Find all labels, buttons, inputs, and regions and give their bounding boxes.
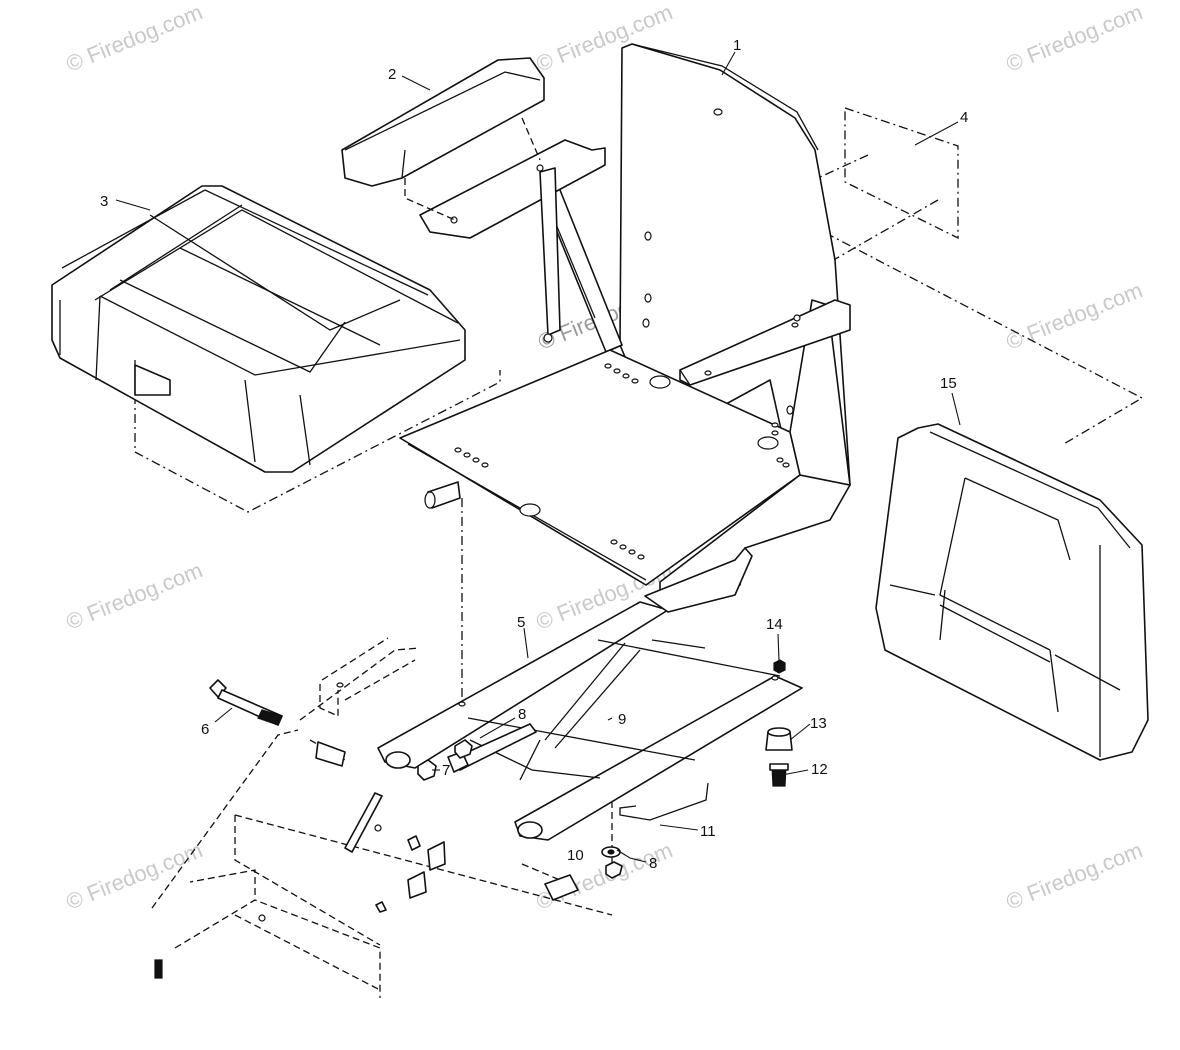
watermark-7: © Firedog.com [63,557,206,634]
watermark-10: © Firedog.com [63,837,206,914]
watermark-1: © Firedog.com [63,0,206,77]
callout-4: 4 [960,109,968,126]
washer-part-10 [601,846,621,858]
callout-numbers: 1 2 3 4 5 6 7 8 9 10 11 12 13 14 15 8 [100,37,968,872]
slide-rail-part-5 [377,547,803,841]
decal-part-4 [844,107,959,240]
callout-2: 2 [388,66,396,83]
arm-pad-part-2 [341,57,545,221]
callout-13: 13 [810,715,827,732]
watermark-6: © Firedog.com [1003,277,1146,354]
bolt-part-6 [209,679,283,726]
callout-1: 1 [733,37,741,54]
isolator-hardware [765,659,793,787]
callout-15: 15 [940,375,957,392]
assembly-lines [134,144,1144,868]
tractor-body-phantom [151,637,613,998]
callout-8: 8 [518,706,526,723]
callout-11: 11 [700,823,716,840]
callout-5: 5 [517,614,525,631]
callout-10: 10 [567,847,584,864]
watermark-3: © Firedog.com [1003,0,1146,77]
callout-14: 14 [766,616,783,633]
nuts [417,739,623,879]
leader-lines [115,51,961,863]
callout-7: 7 [442,762,450,779]
seat-cushion-part-3 [51,185,466,473]
callout-12: 12 [811,761,828,778]
cable-part-11 [619,782,709,821]
callout-8-lower: 8 [649,855,657,872]
callout-3: 3 [100,193,108,210]
seat-pan-frame-part-1 [399,43,851,591]
back-cushion-part-15 [875,423,1149,761]
callout-9: 9 [618,711,626,728]
watermark-12: © Firedog.com [1003,837,1146,914]
callout-6: 6 [201,721,209,738]
